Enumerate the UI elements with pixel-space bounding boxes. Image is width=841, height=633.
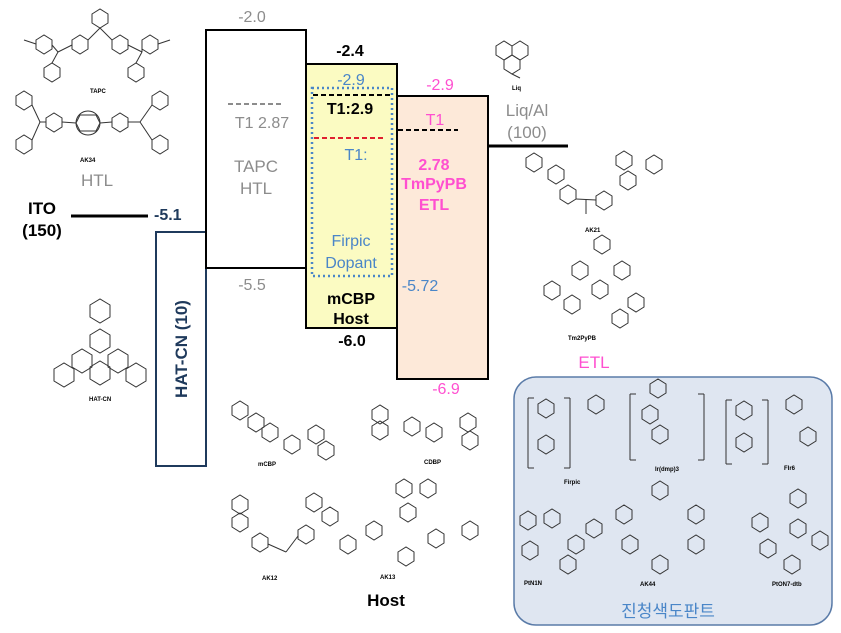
cdbp-structure-label: CDBP [424, 460, 441, 466]
tapc-role: HTL [240, 179, 272, 198]
cdbp-structure [371, 404, 479, 451]
mcbp-structure-label: mCBP [258, 462, 276, 468]
hatcn-bar [155, 231, 207, 467]
host-homo: -6.0 [338, 333, 366, 350]
tapc-homo: -5.5 [238, 277, 266, 294]
etl-t1-value: 2.78 [418, 157, 449, 174]
tm2pypb-structure-label: Tm2PyPB [568, 336, 597, 342]
cathode-thickness: (100) [507, 123, 547, 142]
etl-caption: ETL [578, 353, 609, 372]
ptn1n-structure [519, 508, 603, 575]
tapc-t1: T1 2.87 [235, 115, 289, 132]
dopant-box [310, 86, 394, 278]
tapc-name: TAPC [234, 157, 278, 176]
dopant-t1: T1: [344, 147, 367, 164]
host-lumo: -2.4 [336, 43, 364, 60]
hatcn-structure-label: HAT-CN [89, 397, 111, 403]
hatcn-structure [53, 298, 147, 388]
pton7-structure [751, 488, 829, 575]
ito-thickness: (150) [22, 221, 62, 240]
tapc-bar [205, 29, 307, 269]
host-name: mCBP [327, 291, 375, 308]
ak13-structure-label: AK13 [380, 575, 396, 581]
tm2pypb-structure [543, 234, 645, 329]
dopant-panel-title: 진청색도판트 [621, 602, 715, 621]
tapc-structure-label: TAPC [90, 89, 107, 95]
host-t1: T1:2.9 [327, 101, 373, 118]
ptn1n-structure-label: PtN1N [524, 581, 542, 587]
etl-name: TmPyPB [401, 176, 467, 193]
htl-caption: HTL [81, 171, 113, 190]
ak12-structure [231, 492, 339, 553]
firpic-structure [527, 394, 605, 469]
ak21-structure-label: AK21 [585, 228, 601, 234]
ito-level-value: -5.1 [154, 207, 182, 224]
firpic-structure-label: Firpic [564, 480, 581, 486]
irdmp-structure-label: Ir(dmp)3 [655, 467, 680, 473]
fir6-structure-label: FIr6 [784, 466, 796, 472]
host-caption: Host [367, 591, 405, 610]
etl-bar [396, 95, 489, 380]
ak12-structure-label: AK12 [262, 576, 278, 582]
ak44-structure [615, 480, 705, 575]
etl-role: ETL [419, 197, 449, 214]
dopant-name: Firpic [331, 233, 370, 250]
tapc-lumo: -2.0 [238, 9, 266, 26]
ak34-structure-label: AK34 [80, 158, 96, 164]
mcbp-structure [231, 400, 335, 461]
tapc-structure [23, 8, 171, 83]
ito-label: ITO [28, 199, 56, 218]
cathode-label: Liq/Al [506, 101, 549, 120]
etl-lumo: -2.9 [426, 77, 454, 94]
liq-structure [495, 40, 529, 79]
hatcn-label: HAT-CN (10) [172, 300, 191, 398]
liq-structure-label: Liq [512, 86, 521, 92]
dopant-lumo: -2.9 [337, 72, 365, 89]
ak21-structure [525, 150, 663, 214]
dopant-role: Dopant [325, 255, 377, 272]
etl-homo: -6.9 [432, 381, 460, 398]
dopant-homo: -5.72 [402, 278, 439, 295]
ak13-structure [339, 478, 479, 567]
ak34-structure [15, 90, 169, 155]
irdmp-structure [629, 378, 705, 461]
ak44-structure-label: AK44 [640, 582, 656, 588]
pton7-structure-label: PtON7-dtb [772, 582, 802, 588]
host-role: Host [333, 311, 369, 328]
fir6-structure [725, 394, 817, 465]
etl-t1: T1 [426, 112, 445, 129]
